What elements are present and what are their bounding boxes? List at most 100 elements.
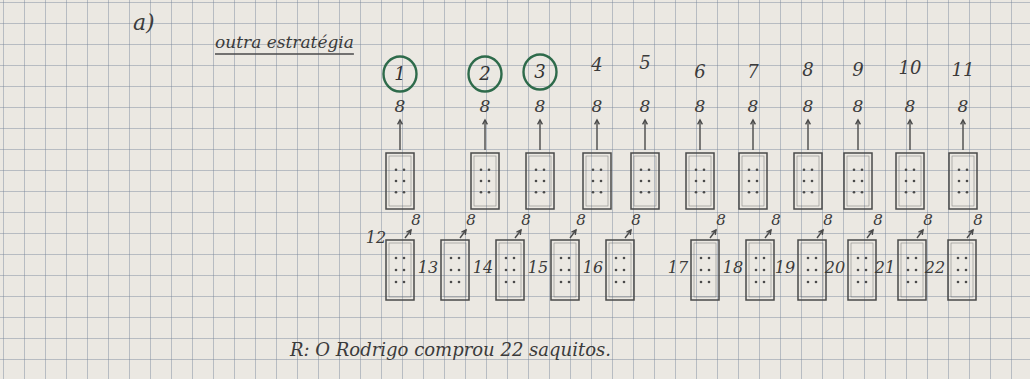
packet-dot — [592, 191, 595, 194]
packet-box — [739, 153, 767, 209]
packet-dot — [535, 169, 538, 172]
packet-inner — [389, 156, 411, 206]
packet-dot — [905, 169, 908, 172]
arrow-shaft — [710, 230, 716, 238]
count-number: 12 — [366, 230, 386, 246]
count-number: 13 — [418, 260, 438, 276]
packet-box — [606, 240, 634, 300]
packet-dot — [803, 169, 806, 172]
packet-dot — [966, 180, 969, 183]
count-number: 8 — [592, 98, 603, 115]
packet-dot — [543, 180, 546, 183]
packet-box — [746, 240, 774, 300]
packet-dot — [708, 281, 711, 284]
packet-dot — [905, 191, 908, 194]
packet-dot — [803, 191, 806, 194]
packet-dot — [592, 180, 595, 183]
packet-dot — [748, 180, 751, 183]
packet-box — [686, 153, 714, 209]
packet-dot — [480, 169, 483, 172]
packet-dot — [513, 269, 516, 272]
packet-dot — [756, 180, 759, 183]
arrow-shaft — [484, 120, 485, 150]
count-number: 8 — [853, 98, 864, 115]
packet-dot — [807, 281, 810, 284]
arrow-head — [516, 230, 521, 235]
packet-dot — [700, 257, 703, 260]
packet-box — [551, 240, 579, 300]
packet-dot — [623, 257, 626, 260]
arrow-head — [818, 230, 823, 235]
packet-inner — [499, 243, 521, 297]
packet-dot — [811, 191, 814, 194]
packet-dot — [568, 257, 571, 260]
packet-dot — [623, 269, 626, 272]
packet-dot — [403, 191, 406, 194]
count-number: 9 — [852, 61, 863, 79]
packet-dot — [535, 191, 538, 194]
arrow-head — [698, 120, 703, 124]
packet-dot — [458, 281, 461, 284]
arrow-shaft — [399, 120, 400, 150]
packet-dot — [648, 191, 651, 194]
packet-dot — [600, 191, 603, 194]
packet-dot — [450, 257, 453, 260]
packet-dot — [648, 180, 651, 183]
arrow-head — [868, 230, 873, 235]
packet-dot — [568, 269, 571, 272]
packet-dot — [513, 281, 516, 284]
circled-number: 3 — [522, 53, 558, 91]
heading-underline — [215, 53, 354, 54]
packet-inner — [899, 156, 921, 206]
arrow-head — [711, 230, 716, 235]
packet-dot — [458, 257, 461, 260]
packet-box — [583, 153, 611, 209]
packet-dot — [807, 269, 810, 272]
count-number: 8 — [716, 213, 726, 228]
packet-dot — [958, 169, 961, 172]
packet-inner — [444, 243, 466, 297]
packet-dot — [755, 269, 758, 272]
packet-dot — [600, 169, 603, 172]
packet-inner — [847, 156, 869, 206]
packet-dot — [488, 180, 491, 183]
circled-number-text: 1 — [394, 65, 405, 83]
count-number: 8 — [973, 213, 983, 228]
packet-dot — [763, 257, 766, 260]
arrow-shaft — [625, 230, 631, 238]
packet-box — [386, 240, 414, 300]
count-number: 11 — [952, 61, 975, 79]
packet-dot — [560, 257, 563, 260]
packet-dot — [853, 169, 856, 172]
arrow-head — [406, 230, 411, 235]
packet-dot — [700, 281, 703, 284]
part-letter: a) — [133, 12, 155, 34]
packet-dot — [861, 180, 864, 183]
packet-dot — [703, 191, 706, 194]
arrow-head — [595, 120, 600, 124]
count-number: 8 — [958, 98, 969, 115]
packet-dot — [695, 169, 698, 172]
packet-dot — [560, 269, 563, 272]
count-number: 14 — [473, 260, 493, 276]
packet-dot — [957, 269, 960, 272]
count-number: 8 — [411, 213, 421, 228]
packet-dot — [403, 180, 406, 183]
packet-dot — [957, 257, 960, 260]
arrow-head — [643, 120, 648, 124]
packet-dot — [708, 269, 711, 272]
count-number: 6 — [694, 63, 705, 81]
packet-dot — [535, 180, 538, 183]
packet-dot — [480, 180, 483, 183]
packet-dot — [755, 281, 758, 284]
arrow-head — [398, 120, 403, 124]
packet-inner — [742, 156, 764, 206]
packet-dot — [811, 180, 814, 183]
arrow-head — [751, 120, 756, 124]
packet-dot — [865, 269, 868, 272]
packet-dot — [568, 281, 571, 284]
arrow-shaft — [460, 230, 466, 238]
packet-dot — [811, 169, 814, 172]
packet-inner — [951, 243, 973, 297]
packet-inner — [634, 156, 656, 206]
